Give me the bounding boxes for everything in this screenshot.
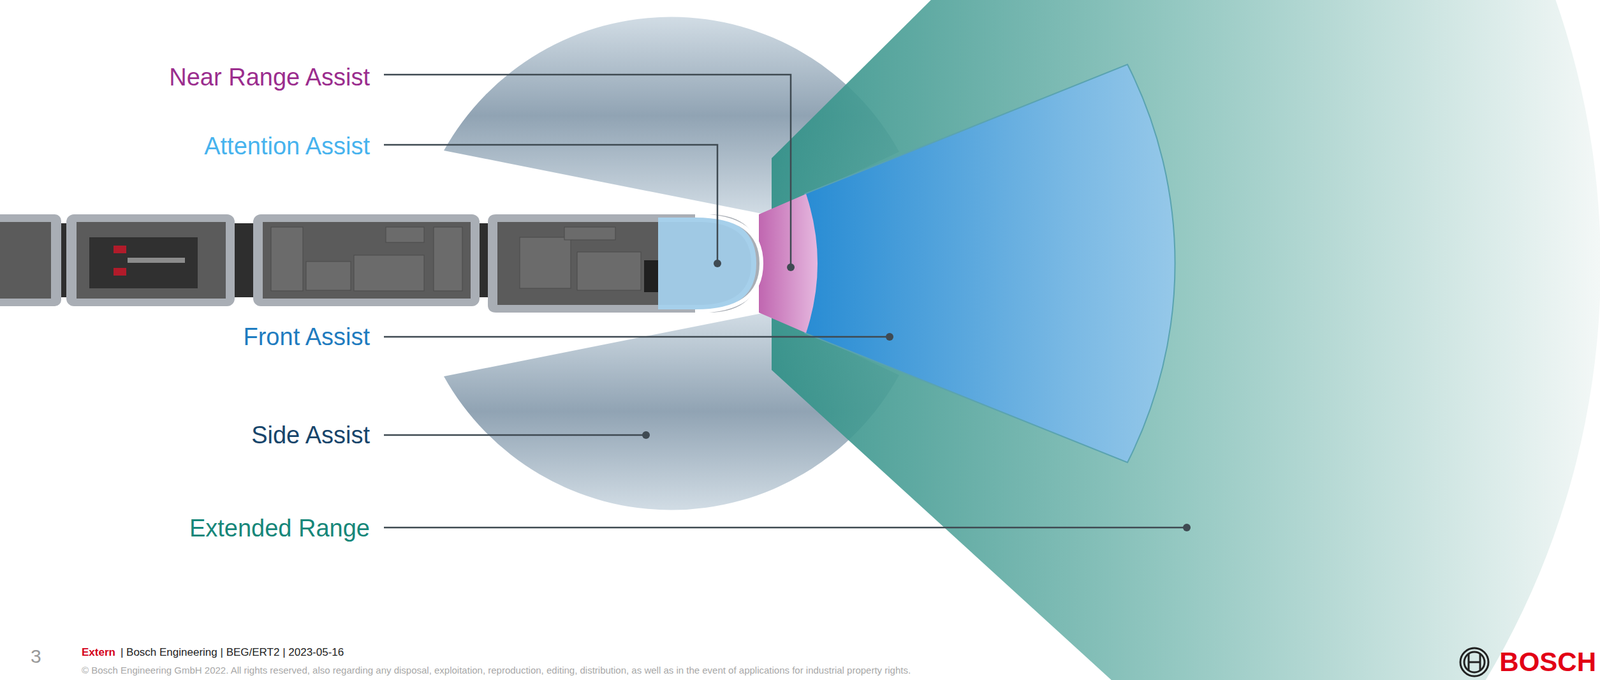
train — [0, 214, 762, 313]
front-zone — [804, 64, 1176, 463]
footer-info: | Bosch Engineering | BEG/ERT2 | 2023-05… — [120, 646, 344, 658]
extended-zone — [771, 0, 1600, 680]
page-number: 3 — [30, 646, 42, 666]
zone-label: Side Assist — [251, 422, 370, 448]
zone-label: Attention Assist — [204, 133, 370, 159]
classification: Extern — [81, 646, 116, 658]
brand-name: BOSCH — [1499, 648, 1597, 676]
near-zone — [758, 193, 818, 333]
leader-lines — [383, 74, 1187, 528]
copyright: © Bosch Engineering GmbH 2022. All right… — [81, 665, 911, 675]
bosch-logo-mark — [1460, 647, 1489, 676]
leader-dots — [642, 259, 1191, 532]
zone-label: Extended Range — [189, 515, 370, 541]
zone-label: Front Assist — [243, 324, 371, 349]
zone-label: Near Range Assist — [168, 65, 370, 90]
